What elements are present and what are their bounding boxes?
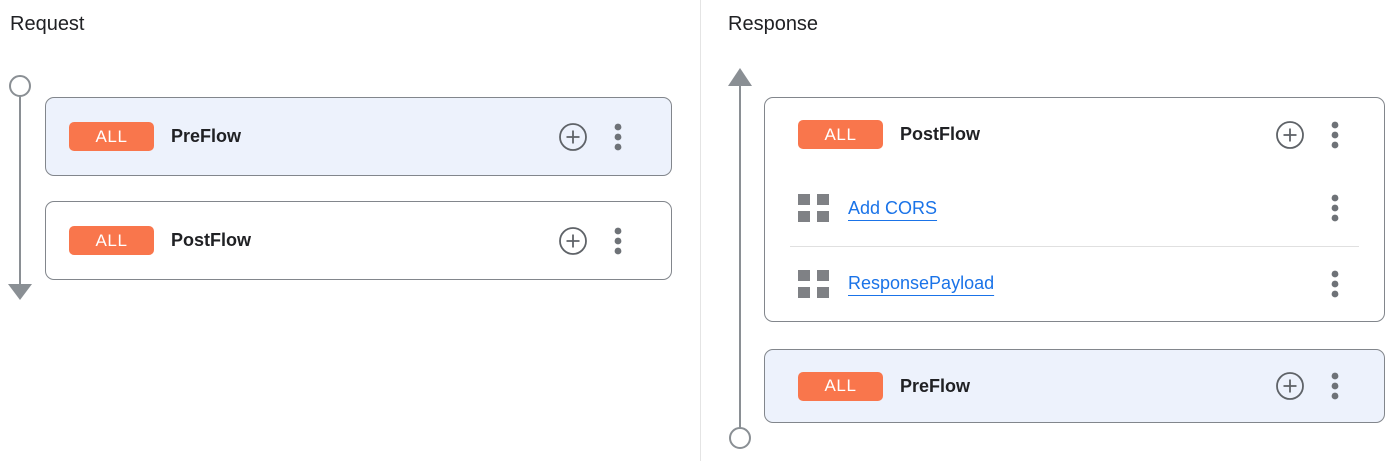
vertical-dots-icon (614, 227, 622, 254)
policy-link-add-cors[interactable]: Add CORS (848, 197, 938, 218)
more-options-button[interactable] (613, 122, 623, 152)
plus-circle-icon (1276, 372, 1304, 400)
policy-row: Add CORS (765, 171, 1384, 246)
condition-badge: ALL (798, 371, 883, 401)
policy-grid-icon (798, 269, 829, 298)
vertical-dots-icon (1331, 194, 1339, 222)
request-timeline-arrow-down-icon (8, 75, 32, 300)
add-policy-button[interactable] (558, 122, 588, 152)
vertical-dots-icon (1331, 372, 1339, 400)
more-options-button[interactable] (1330, 120, 1340, 150)
vertical-dots-icon (1331, 270, 1339, 298)
flow-header: ALL PreFlow (46, 98, 671, 175)
add-policy-button[interactable] (1275, 371, 1305, 401)
flow-name: PostFlow (171, 230, 251, 250)
flow-card-request-preflow[interactable]: ALL PreFlow (45, 97, 672, 176)
more-options-button[interactable] (1330, 269, 1340, 299)
plus-circle-icon (559, 226, 587, 255)
flow-card-response-preflow[interactable]: ALL PreFlow (764, 349, 1385, 423)
flow-card-response-postflow[interactable]: ALL PostFlow Add CORS (764, 97, 1385, 322)
flow-header: ALL PostFlow (46, 202, 671, 279)
plus-circle-icon (1276, 120, 1304, 149)
add-policy-button[interactable] (1275, 120, 1305, 150)
flow-header: ALL PostFlow (765, 98, 1384, 171)
request-panel-title: Request (10, 13, 85, 35)
policy-divider (790, 245, 1359, 247)
vertical-dots-icon (614, 123, 622, 150)
policy-row: ResponsePayload (765, 247, 1384, 322)
flow-name: PreFlow (900, 375, 971, 396)
flow-card-request-postflow[interactable]: ALL PostFlow (45, 201, 672, 280)
policy-link-response-payload[interactable]: ResponsePayload (848, 273, 995, 294)
condition-badge: ALL (69, 122, 154, 151)
more-options-button[interactable] (613, 226, 623, 256)
add-policy-button[interactable] (558, 226, 588, 256)
panel-divider (700, 0, 701, 461)
condition-badge: ALL (798, 120, 883, 149)
flow-name: PreFlow (171, 126, 242, 146)
response-panel-title: Response (728, 13, 819, 35)
condition-badge: ALL (69, 226, 154, 255)
plus-circle-icon (559, 122, 587, 151)
policy-grid-icon (798, 194, 829, 223)
more-options-button[interactable] (1330, 193, 1340, 223)
more-options-button[interactable] (1330, 371, 1340, 401)
response-timeline-arrow-up-icon (728, 68, 752, 449)
flow-name: PostFlow (900, 124, 980, 144)
flow-header: ALL PreFlow (765, 350, 1384, 422)
vertical-dots-icon (1331, 121, 1339, 148)
